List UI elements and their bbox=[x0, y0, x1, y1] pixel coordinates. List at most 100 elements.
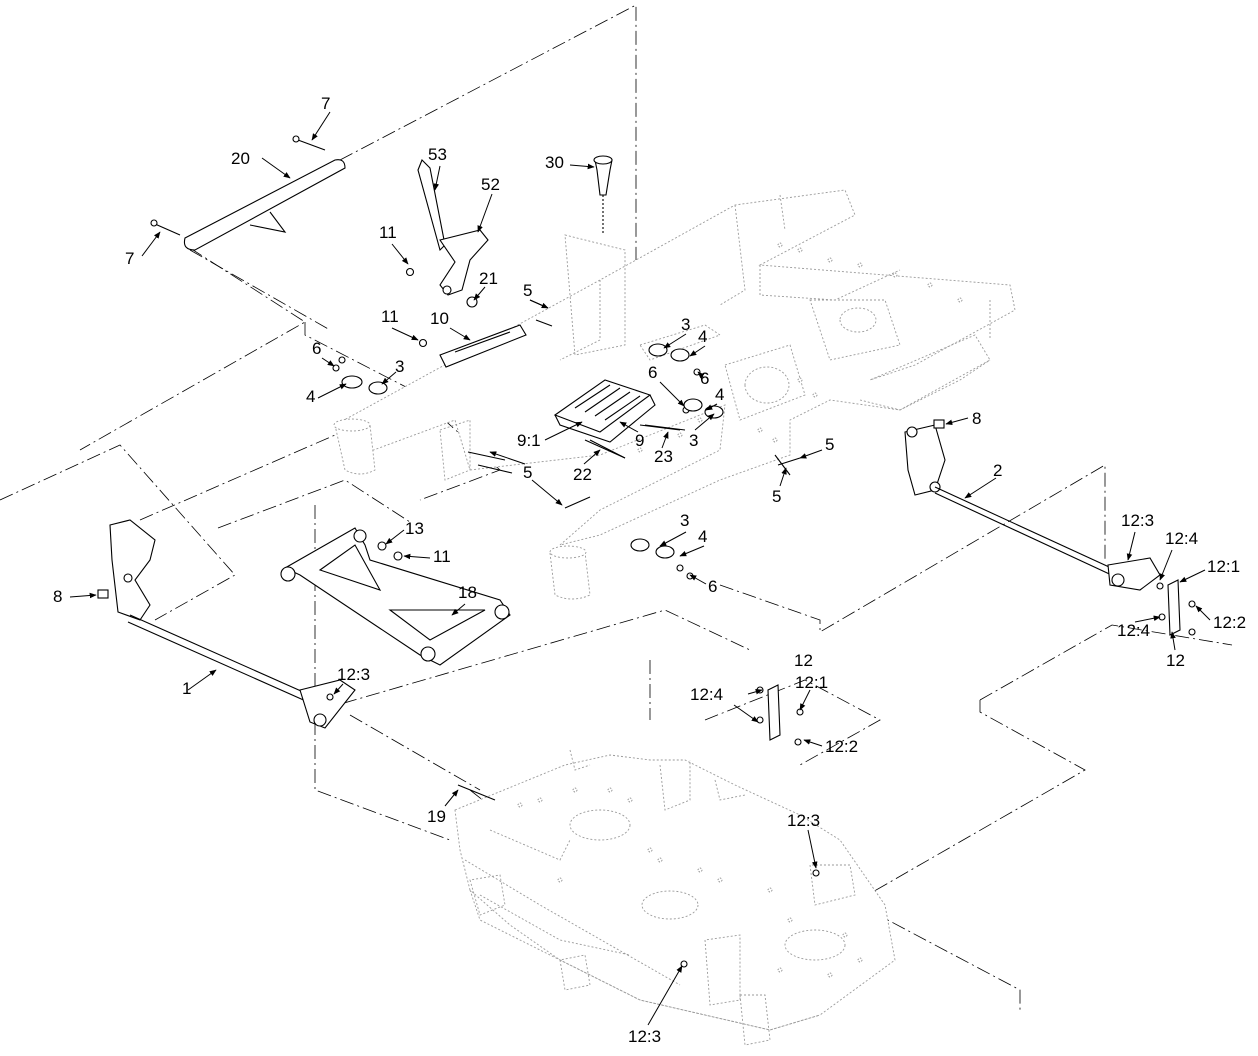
callout-6d: 6 bbox=[708, 577, 717, 596]
leader-line-12 bbox=[689, 345, 706, 357]
callout-53: 53 bbox=[428, 145, 447, 164]
part-9-step-plate bbox=[553, 379, 681, 459]
leader-line-14 bbox=[697, 371, 705, 379]
leader-line-49 bbox=[444, 789, 459, 807]
callout-21: 21 bbox=[479, 269, 498, 288]
part-52-53-lever bbox=[417, 159, 489, 308]
callout-18: 18 bbox=[458, 583, 477, 602]
callout-19: 19 bbox=[427, 807, 446, 826]
leader-line-31 bbox=[1159, 549, 1173, 581]
callout-12b: 12 bbox=[794, 651, 813, 670]
leader-line-18 bbox=[705, 403, 718, 411]
callout-12-3d: 12:3 bbox=[628, 1027, 661, 1046]
leader-line-19 bbox=[694, 413, 715, 431]
leader-line-5 bbox=[569, 163, 595, 170]
leader-line-36 bbox=[385, 529, 405, 545]
leader-line-10 bbox=[449, 327, 471, 341]
phantom-guide-lines bbox=[0, 4, 1233, 1010]
callout-12-4b: 12:4 bbox=[1117, 621, 1150, 640]
callout-9-1: 9:1 bbox=[517, 431, 541, 450]
callout-52: 52 bbox=[481, 175, 500, 194]
leader-line-8 bbox=[529, 299, 549, 309]
leader-line-45 bbox=[747, 689, 763, 695]
callout-labels: 7 20 7 53 52 30 11 21 5 11 10 3 4 6 6 3 … bbox=[53, 94, 1246, 1046]
part-22-pin bbox=[589, 439, 626, 459]
leader-line-40 bbox=[689, 574, 707, 585]
leader-line-28 bbox=[945, 417, 969, 426]
callout-22: 22 bbox=[573, 465, 592, 484]
callout-5d: 5 bbox=[772, 487, 781, 506]
part-30-knob bbox=[593, 155, 613, 235]
part-8-clip-left bbox=[97, 589, 109, 599]
leader-line-23 bbox=[583, 449, 601, 465]
callout-11c: 11 bbox=[433, 547, 451, 566]
callout-9: 9 bbox=[635, 431, 644, 450]
leader-line-2 bbox=[141, 231, 161, 257]
leader-line-25 bbox=[489, 451, 526, 465]
leader-line-24 bbox=[799, 449, 823, 459]
callout-1: 1 bbox=[182, 679, 191, 698]
leader-line-38 bbox=[659, 531, 687, 547]
callout-12a: 12 bbox=[1166, 651, 1185, 670]
callout-6a: 6 bbox=[312, 339, 321, 358]
part-12-3-bushing-deck-front bbox=[680, 960, 688, 968]
callout-8a: 8 bbox=[972, 409, 981, 428]
callout-20: 20 bbox=[231, 149, 250, 168]
leader-line-41 bbox=[451, 603, 466, 616]
callout-7b: 7 bbox=[125, 249, 134, 268]
leader-line-13 bbox=[321, 357, 335, 367]
leader-line-34 bbox=[1134, 615, 1161, 623]
tractor-frame bbox=[333, 189, 1016, 600]
part-12-3-bushing-left bbox=[326, 693, 334, 701]
leader-line-39 bbox=[679, 545, 705, 557]
part-11-nut-c bbox=[393, 551, 403, 561]
leader-line-22 bbox=[661, 431, 669, 449]
leader-line-0 bbox=[311, 111, 331, 141]
part-18-arm bbox=[280, 527, 511, 666]
leader-line-15 bbox=[381, 371, 397, 385]
leader-line-42 bbox=[69, 592, 97, 599]
part-2-right-lift-shaft bbox=[904, 419, 1161, 591]
callout-6b: 6 bbox=[700, 369, 709, 388]
callout-13: 13 bbox=[405, 519, 424, 538]
part-19-pin bbox=[457, 784, 496, 801]
callout-5b: 5 bbox=[825, 435, 834, 454]
callout-3c: 3 bbox=[689, 431, 698, 450]
leader-line-51 bbox=[647, 965, 683, 1026]
callout-8b: 8 bbox=[53, 587, 62, 606]
leader-line-27 bbox=[779, 467, 787, 487]
callout-3d: 3 bbox=[680, 511, 689, 530]
leader-line-20 bbox=[544, 421, 583, 441]
callout-leaders bbox=[69, 111, 1211, 1026]
callout-7a: 7 bbox=[321, 94, 330, 113]
leader-line-17 bbox=[659, 381, 685, 407]
callout-11b: 11 bbox=[381, 307, 399, 326]
callout-10: 10 bbox=[430, 309, 449, 328]
leader-line-4 bbox=[477, 193, 493, 233]
part-20-link-bar bbox=[150, 135, 346, 251]
leader-line-50 bbox=[807, 829, 818, 869]
callout-12-2b: 12:2 bbox=[825, 737, 858, 756]
leader-line-43 bbox=[187, 669, 217, 691]
leader-line-48 bbox=[803, 739, 823, 747]
callout-5a: 5 bbox=[523, 281, 532, 300]
leader-line-1 bbox=[261, 157, 291, 179]
part-10-plate bbox=[439, 324, 527, 368]
part-12-3-bushing-deck-right bbox=[812, 869, 820, 877]
leader-line-26 bbox=[531, 479, 563, 506]
part-1-left-lift-shaft bbox=[97, 519, 356, 729]
leader-line-16 bbox=[317, 383, 347, 399]
callout-2: 2 bbox=[993, 461, 1002, 480]
leader-line-7 bbox=[473, 286, 486, 301]
leader-line-3 bbox=[433, 165, 441, 191]
callout-5c: 5 bbox=[523, 463, 532, 482]
callout-12-1b: 12:1 bbox=[795, 673, 828, 692]
leader-line-6 bbox=[391, 243, 409, 265]
leader-line-32 bbox=[1179, 569, 1206, 583]
leader-line-9 bbox=[391, 327, 419, 341]
leader-line-47 bbox=[733, 704, 759, 723]
callout-12-3b: 12:3 bbox=[337, 665, 370, 684]
callout-12-3c: 12:3 bbox=[787, 811, 820, 830]
callout-4b: 4 bbox=[306, 387, 315, 406]
